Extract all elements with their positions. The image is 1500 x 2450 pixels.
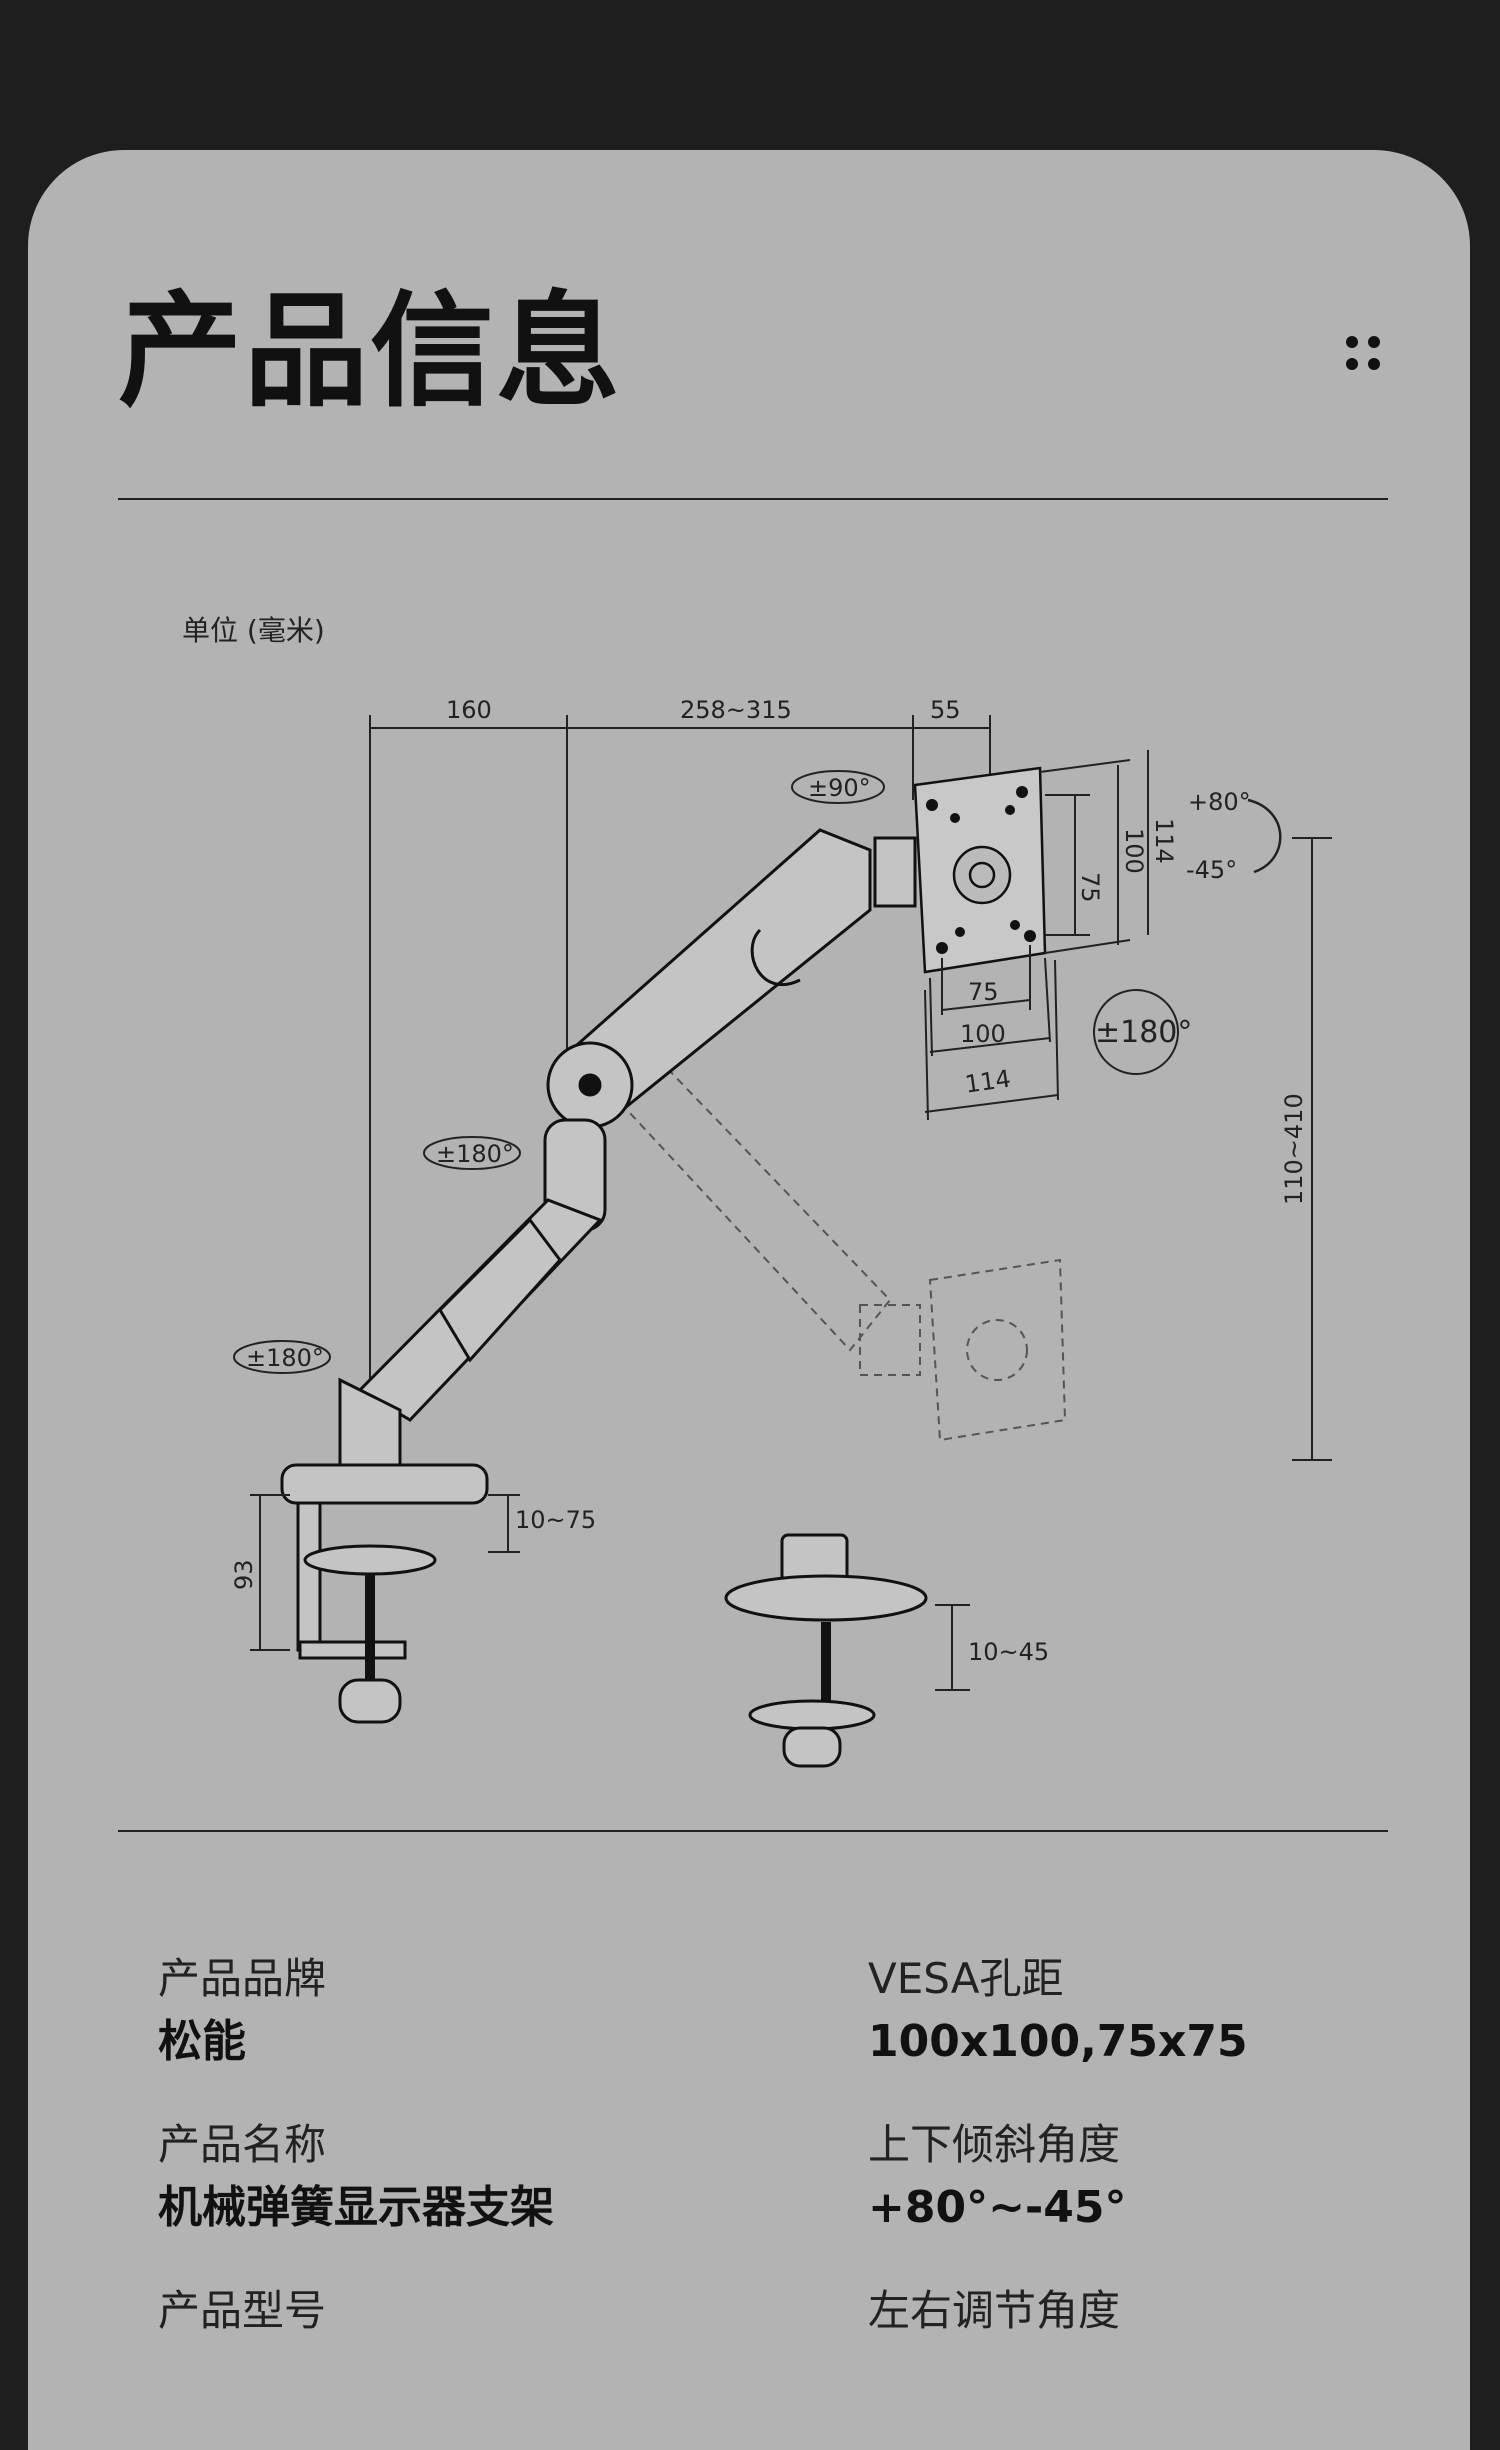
vesa-114-h: 114 (963, 1065, 1012, 1099)
spec-value-name: 机械弹簧显示器支架 (158, 2182, 554, 2233)
info-card (28, 150, 1470, 2450)
vesa-75-h: 75 (968, 978, 999, 1006)
dim-base-width: 160 (446, 696, 492, 724)
spec-label-tilt: 上下倾斜角度 (868, 2120, 1121, 2169)
base-rotation-label: ±180° (246, 1344, 324, 1372)
dim-head-depth: 55 (930, 696, 961, 724)
rotate-screen-label: ±180° (1095, 1015, 1192, 1050)
spec-value-tilt: +80°~-45° (868, 2182, 1127, 2233)
spec-label-brand: 产品品牌 (158, 1954, 327, 2003)
spec-label-name: 产品名称 (158, 2120, 327, 2169)
spec-label-swivel: 左右调节角度 (868, 2286, 1121, 2335)
monitor-arm-diagram: 单位 (毫米) 160 258~315 55 75 100 114 75 (182, 614, 1332, 1768)
clamp-height-label: 93 (230, 1559, 258, 1590)
spec-label-model: 产品型号 (158, 2286, 327, 2335)
tilt-down-label: -45° (1186, 856, 1237, 884)
spec-value-brand: 松能 (158, 2016, 246, 2067)
spec-label-vesa: VESA孔距 (868, 1954, 1064, 2003)
vesa-75-v: 75 (1076, 872, 1104, 903)
dim-arm-range: 258~315 (680, 696, 792, 724)
vesa-100-v: 100 (1120, 828, 1148, 874)
vesa-100-h: 100 (960, 1020, 1006, 1048)
tilt-up-label: +80° (1188, 788, 1251, 816)
elbow-rotation-label: ±180° (436, 1140, 514, 1168)
desk-grommet-label: 10~45 (968, 1638, 1049, 1666)
desk-clamp-label: 10~75 (515, 1506, 596, 1534)
vesa-114-v: 114 (1150, 818, 1178, 864)
height-range-label: 110~410 (1280, 1093, 1308, 1205)
spec-value-vesa: 100x100,75x75 (868, 2016, 1248, 2067)
dots-grid-icon[interactable] (1346, 336, 1386, 376)
unit-label: 单位 (毫米) (182, 614, 325, 647)
top-divider (118, 498, 1388, 500)
bottom-divider (118, 1830, 1388, 1832)
page-title: 产品信息 (118, 280, 623, 424)
swivel-head-label: ±90° (808, 774, 871, 802)
